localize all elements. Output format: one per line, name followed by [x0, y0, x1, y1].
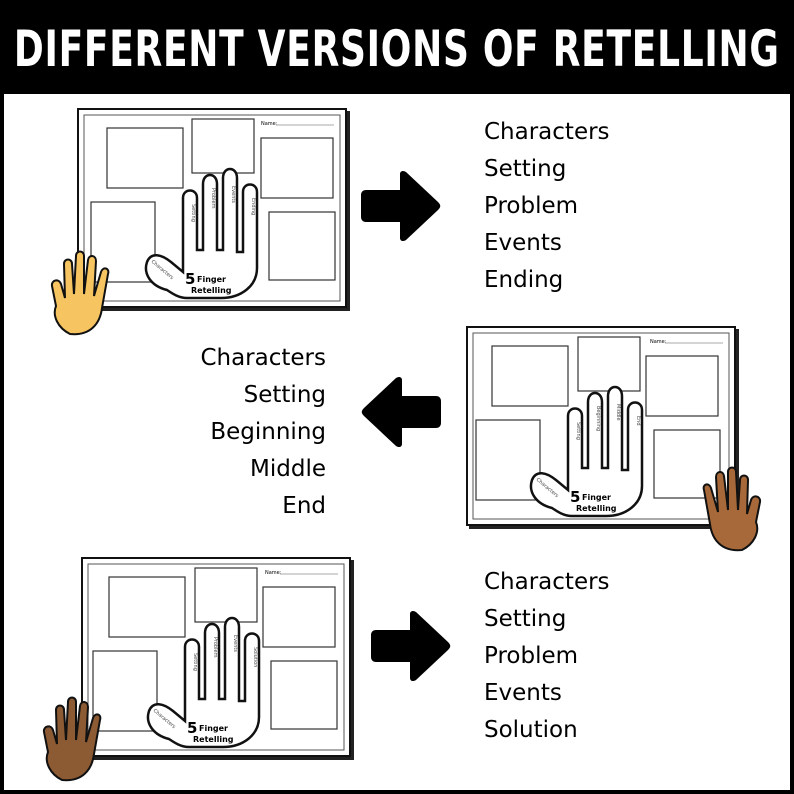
list-item: Setting	[484, 156, 567, 182]
name-label: Name:	[265, 570, 282, 576]
hand-number: 5	[185, 270, 195, 288]
arrow-right-icon	[361, 170, 441, 242]
hand-icon	[42, 696, 102, 782]
finger-label: Setting	[190, 204, 196, 222]
hand-word-retelling: Retelling	[193, 735, 234, 744]
hand-word-retelling: Retelling	[576, 504, 617, 513]
list-item: Setting	[484, 606, 567, 632]
list-item: Characters	[484, 569, 610, 595]
hand-word-retelling: Retelling	[191, 286, 232, 295]
list-item: End	[282, 493, 326, 519]
arrow-left-icon	[361, 376, 441, 448]
worksheet-thumbnail-1: Name: 5 Finger Retelling Characters Sett…	[77, 108, 347, 308]
list-item: Events	[484, 680, 562, 706]
finger-label: Events	[232, 635, 238, 652]
list-item: Characters	[484, 119, 610, 145]
hand-icon	[702, 466, 762, 552]
five-finger-hand-outline: 5 Finger Retelling Characters Setting Be…	[529, 385, 644, 518]
worksheet-thumbnail-2: Name: 5 Finger Retelling Characters Sett…	[466, 326, 736, 526]
list-item: Problem	[484, 193, 579, 219]
finger-label: Problem	[212, 637, 218, 658]
finger-label: Setting	[575, 422, 581, 440]
list-item: Setting	[243, 382, 326, 408]
hand-word-finger: Finger	[197, 275, 226, 284]
finger-label: End	[635, 416, 641, 426]
finger-label: Solution	[252, 647, 258, 667]
five-finger-hand-outline: 5 Finger Retelling Characters Setting Pr…	[146, 616, 261, 749]
finger-label: Setting	[192, 653, 198, 671]
finger-label: Problem	[210, 188, 216, 209]
retelling-list-2: Characters Setting Beginning Middle End	[154, 340, 326, 525]
list-item: Characters	[200, 345, 326, 371]
list-item: Events	[484, 230, 562, 256]
finger-label: Ending	[250, 198, 256, 215]
hand-number: 5	[187, 719, 197, 737]
list-item: Solution	[484, 717, 578, 743]
retelling-list-1: Characters Setting Problem Events Ending	[484, 114, 610, 299]
hand-icon	[50, 250, 110, 336]
finger-label: Events	[230, 186, 236, 203]
list-item: Problem	[484, 643, 579, 669]
header-banner: DIFFERENT VERSIONS OF RETELLING	[4, 4, 790, 94]
worksheet-thumbnail-3: Name: 5 Finger Retelling Characters Sett…	[81, 557, 351, 757]
name-label: Name:	[650, 339, 667, 345]
list-item: Beginning	[210, 419, 326, 445]
five-finger-hand-outline: 5 Finger Retelling Characters Setting Pr…	[144, 167, 259, 300]
retelling-list-3: Characters Setting Problem Events Soluti…	[484, 564, 610, 749]
page-title: DIFFERENT VERSIONS OF RETELLING	[14, 20, 780, 78]
list-item: Middle	[250, 456, 326, 482]
hand-number: 5	[570, 488, 580, 506]
hand-word-finger: Finger	[199, 724, 228, 733]
hand-word-finger: Finger	[582, 493, 611, 502]
arrow-right-icon	[371, 610, 451, 682]
finger-label: Middle	[615, 404, 621, 421]
finger-label: Beginning	[595, 406, 601, 431]
list-item: Ending	[484, 267, 564, 293]
name-label: Name:	[261, 121, 278, 127]
